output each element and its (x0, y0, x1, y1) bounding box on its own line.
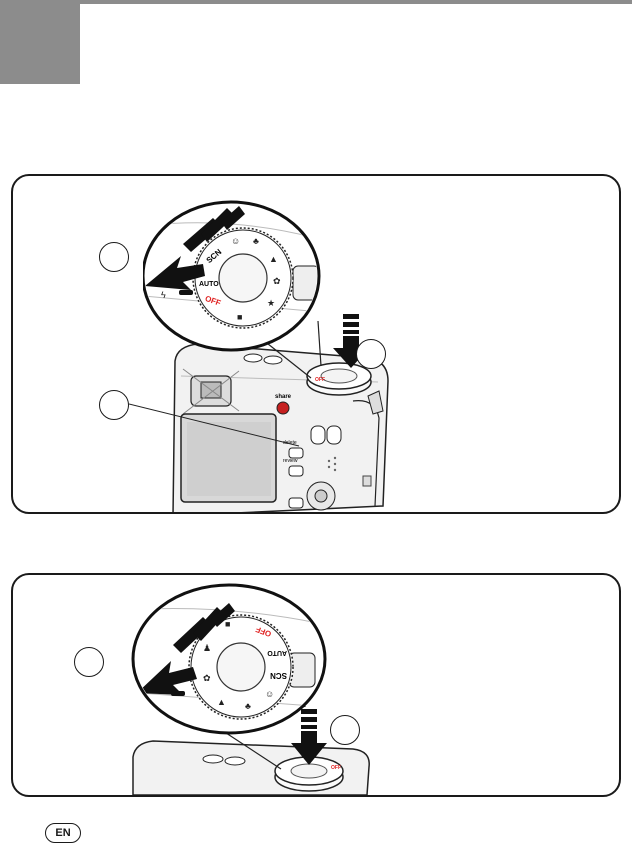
svg-text:♣: ♣ (253, 236, 259, 246)
svg-text:✿: ✿ (203, 673, 211, 683)
language-badge: EN (45, 823, 81, 843)
share-label: share (275, 394, 292, 400)
svg-text:▲: ▲ (269, 254, 278, 264)
callout-3-leader (129, 403, 300, 447)
chapter-tab (0, 0, 80, 84)
camera-illustration-top: share delete review (143, 186, 403, 512)
panel-power-off: OFF OFF AUTO (11, 573, 621, 797)
dial-auto-label-bottom: AUTO (267, 649, 287, 656)
svg-text:■: ■ (225, 619, 230, 629)
svg-text:ϟ: ϟ (143, 685, 148, 695)
svg-text:☺: ☺ (265, 689, 274, 699)
callout-1 (99, 242, 129, 272)
svg-text:♟: ♟ (203, 643, 211, 653)
dial-scn-label-bottom: SCN (270, 671, 287, 680)
callout-4 (74, 647, 104, 677)
header-bar (78, 0, 632, 4)
review-label: review (283, 458, 298, 464)
delete-label: delete (283, 440, 297, 446)
callout-3 (99, 390, 129, 420)
dial-auto-label: AUTO (199, 281, 219, 288)
svg-text:OFF: OFF (315, 377, 325, 383)
callout-2 (356, 339, 386, 369)
svg-text:♣: ♣ (245, 701, 251, 711)
callout-5 (330, 715, 360, 745)
camera-illustration-bottom: OFF OFF AUTO (113, 581, 383, 795)
svg-text:★: ★ (267, 298, 275, 308)
svg-text:OFF: OFF (331, 765, 341, 771)
svg-text:ϟ: ϟ (161, 290, 166, 300)
svg-text:✿: ✿ (273, 276, 281, 286)
svg-text:☺: ☺ (231, 236, 240, 246)
svg-text:■: ■ (237, 312, 242, 322)
svg-text:▲: ▲ (217, 697, 226, 707)
panel-power-on: share delete review (11, 174, 621, 514)
